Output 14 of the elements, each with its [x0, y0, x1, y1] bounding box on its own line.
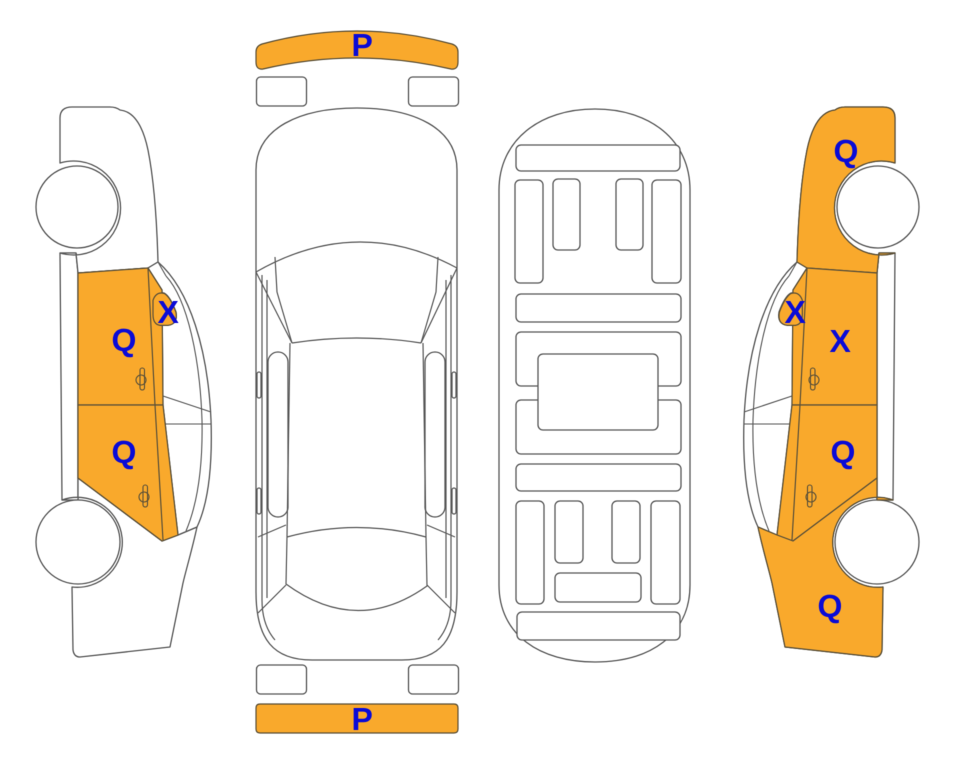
panel-code: Q	[112, 324, 136, 356]
panel-code: X	[830, 325, 851, 357]
panel-code: Q	[834, 135, 858, 167]
fender-panel	[796, 106, 896, 274]
panel-code: P	[352, 703, 373, 735]
door-panel	[776, 404, 878, 542]
bumper-panel	[255, 28, 459, 70]
panel-code: Q	[830, 436, 856, 468]
bumper-panel	[255, 702, 459, 736]
quarter-panel	[757, 477, 894, 658]
panel-code: P	[352, 29, 373, 61]
panel-code: Q	[818, 590, 842, 622]
panel-code: Q	[112, 436, 136, 468]
door-panel	[77, 404, 179, 542]
